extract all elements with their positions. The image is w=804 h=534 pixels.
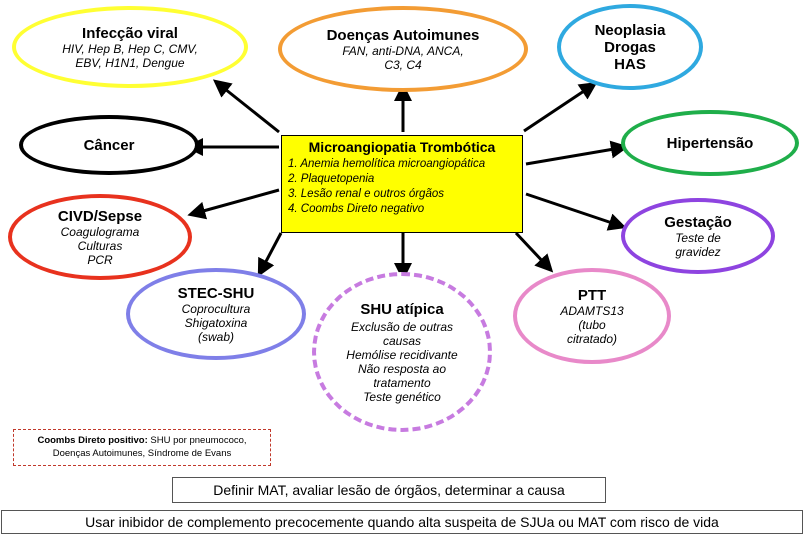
- node-detail: EBV, H1N1, Dengue: [75, 55, 185, 70]
- note-label: Coombs Direto positivo:: [37, 435, 148, 446]
- node-hipertensao: Hipertensão: [621, 110, 799, 176]
- node-detail: ADAMTS13: [560, 303, 624, 318]
- node-detail: HIV, Hep B, Hep C, CMV,: [62, 41, 198, 56]
- node-detail: FAN, anti-DNA, ANCA,: [342, 43, 464, 58]
- node-neoplasia-drogas-has: Neoplasia Drogas HAS: [557, 4, 703, 90]
- node-cancer: Câncer: [19, 115, 199, 175]
- center-item: 4. Coombs Direto negativo: [288, 203, 425, 215]
- node-title: Gestação: [664, 213, 732, 231]
- note-coombs-positivo: Coombs Direto positivo: SHU por pneumoco…: [13, 429, 271, 466]
- node-detail: PCR: [87, 252, 113, 267]
- node-detail: Culturas: [77, 238, 123, 253]
- node-title: PTT: [577, 286, 607, 304]
- node-title: Doenças Autoimunes: [326, 26, 480, 44]
- node-civd-sepse: CIVD/Sepse Coagulograma Culturas PCR: [8, 194, 192, 280]
- arrow-neoplasia: [523, 82, 598, 133]
- node-detail: Teste genético: [363, 389, 441, 404]
- node-title: Drogas: [604, 38, 656, 56]
- node-detail: Não resposta ao: [357, 361, 447, 376]
- node-gestacao: Gestação Teste de gravidez: [621, 198, 775, 274]
- center-box-mat: Microangiopatia Trombótica 1. Anemia hem…: [281, 135, 523, 233]
- node-detail: gravidez: [675, 244, 721, 259]
- note-text: SHU por pneumococo, Doenças Autoimunes, …: [52, 435, 247, 459]
- center-item: 2. Plaquetopenia: [288, 173, 375, 185]
- node-title: HAS: [614, 55, 646, 73]
- node-detail: Coagulograma: [60, 224, 140, 239]
- node-title: Hipertensão: [666, 134, 754, 152]
- node-detail: Exclusão de outras: [350, 319, 454, 334]
- node-detail: Shigatoxina: [184, 315, 248, 330]
- arrow-stec: [257, 232, 283, 277]
- footer-box-definir-mat: Definir MAT, avaliar lesão de órgãos, de…: [172, 477, 606, 503]
- node-detail: citratado): [566, 331, 618, 346]
- node-detail: Teste de: [675, 230, 721, 245]
- node-title: CIVD/Sepse: [57, 207, 143, 225]
- arrow-viral: [212, 79, 280, 134]
- node-shu-atipica: SHU atípica Exclusão de outras causas He…: [312, 272, 492, 432]
- arrow-hipertensao: [525, 140, 629, 166]
- node-infeccao-viral: Infecção viral HIV, Hep B, Hep C, CMV, E…: [12, 6, 248, 88]
- node-doencas-autoimunes: Doenças Autoimunes FAN, anti-DNA, ANCA, …: [278, 6, 528, 92]
- node-title: Infecção viral: [82, 24, 178, 42]
- node-detail: (swab): [197, 329, 234, 344]
- node-title: Neoplasia: [594, 21, 666, 39]
- arrow-ptt: [514, 231, 554, 273]
- arrow-gestacao: [525, 192, 627, 231]
- node-stec-shu: STEC-SHU Coprocultura Shigatoxina (swab): [126, 268, 306, 360]
- node-detail: causas: [382, 333, 422, 348]
- center-item: 1. Anemia hemolítica microangiopática: [288, 158, 486, 170]
- node-detail: tratamento: [373, 375, 431, 390]
- footer-box-inibidor-complemento: Usar inibidor de complemento precocement…: [1, 510, 803, 534]
- center-item: 3. Lesão renal e outros órgãos: [288, 188, 444, 200]
- node-detail: Coprocultura: [181, 301, 251, 316]
- node-title: SHU atípica: [360, 300, 444, 318]
- node-title: Câncer: [83, 136, 135, 154]
- node-detail: (tubo: [578, 317, 606, 332]
- center-title: Microangiopatia Trombótica: [308, 139, 496, 155]
- node-detail: C3, C4: [384, 57, 422, 72]
- arrow-civd: [187, 188, 280, 220]
- node-title: STEC-SHU: [177, 284, 255, 302]
- node-detail: Hemólise recidivante: [346, 347, 458, 362]
- node-ptt: PTT ADAMTS13 (tubo citratado): [513, 268, 671, 364]
